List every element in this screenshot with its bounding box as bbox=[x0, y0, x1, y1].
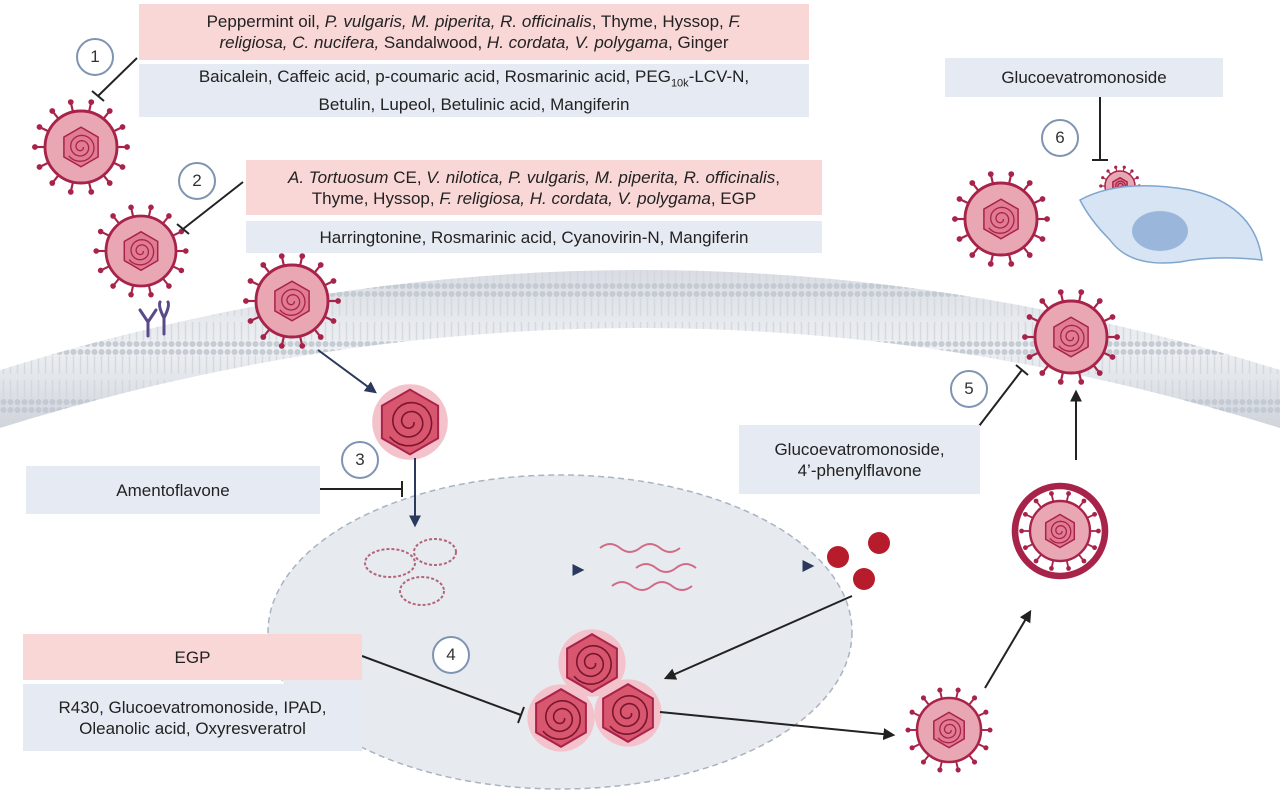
species-name: religiosa, C. nucifera, bbox=[219, 33, 380, 52]
virus-particle-icon bbox=[1022, 289, 1120, 385]
text-segment: , bbox=[775, 167, 780, 187]
text-line: Betulin, Lupeol, Betulinic acid, Mangife… bbox=[319, 94, 630, 115]
text-segment: Peppermint oil, bbox=[206, 12, 325, 31]
text-segment: Harringtonine, Rosmarinic acid, Cyanovir… bbox=[319, 227, 749, 247]
text-line: Peppermint oil, P. vulgaris, M. piperita… bbox=[207, 11, 742, 32]
virus-particle-icon bbox=[905, 687, 993, 773]
step-3-marker: 3 bbox=[341, 441, 379, 479]
step-2-plant-extracts-box: A. Tortuosum CE, V. nilotica, P. vulgari… bbox=[246, 160, 822, 215]
virus-particle-icon bbox=[952, 171, 1050, 267]
text-line: Oleanolic acid, Oxyresveratrol bbox=[79, 718, 306, 739]
text-segment: , Ginger bbox=[668, 33, 729, 52]
text-segment: , Thyme, Hyssop, bbox=[591, 12, 729, 31]
virus-particle-icon bbox=[1011, 482, 1109, 580]
step-1-plant-extracts-box: Peppermint oil, P. vulgaris, M. piperita… bbox=[139, 4, 809, 60]
flow-arrows bbox=[317, 349, 1082, 741]
text-segment: -LCV-N, bbox=[688, 66, 750, 86]
text-segment: R430, Glucoevatromonoside, IPAD, bbox=[58, 697, 327, 717]
virus-particle-icon bbox=[93, 204, 189, 298]
species-name: V. nilotica, P. vulgaris, M. piperita, R… bbox=[426, 167, 776, 187]
text-segment: Baicalein, Caffeic acid, p-coumaric acid… bbox=[198, 66, 671, 86]
step-5-marker: 5 bbox=[950, 370, 988, 408]
capsid-icon bbox=[558, 629, 626, 697]
text-line: religiosa, C. nucifera, Sandalwood, H. c… bbox=[219, 32, 728, 53]
text-segment: Sandalwood, bbox=[379, 33, 487, 52]
text-line: Harringtonine, Rosmarinic acid, Cyanovir… bbox=[320, 227, 749, 248]
text-segment: Glucoevatromonoside bbox=[1001, 68, 1167, 87]
step-3-compounds-box: Amentoflavone bbox=[26, 466, 320, 514]
text-line: Glucoevatromonoside bbox=[1001, 67, 1166, 88]
step-1-marker: 1 bbox=[76, 38, 114, 76]
step-2-marker: 2 bbox=[178, 162, 216, 200]
species-name: F. religiosa, H. cordata, V. polygama bbox=[439, 188, 711, 208]
inhibitor-lines bbox=[91, 57, 1108, 724]
step-5-compounds-box: Glucoevatromonoside,4’-phenylflavone bbox=[739, 425, 980, 494]
species-name: A. Tortuosum bbox=[288, 167, 389, 187]
text-line: Baicalein, Caffeic acid, p-coumaric acid… bbox=[199, 66, 749, 94]
step-6-marker: 6 bbox=[1041, 119, 1079, 157]
text-segment: EGP bbox=[174, 647, 211, 667]
text-segment: Thyme, Hyssop, bbox=[311, 188, 440, 208]
step-6-compounds-box: Glucoevatromonoside bbox=[945, 58, 1223, 97]
text-segment: Glucoevatromonoside, bbox=[774, 439, 945, 459]
text-segment: Oleanolic acid, Oxyresveratrol bbox=[79, 718, 306, 738]
text-line: EGP bbox=[175, 647, 211, 668]
protein-icon bbox=[827, 532, 890, 590]
capsid-icon bbox=[527, 684, 595, 752]
receptor-icon bbox=[138, 300, 170, 338]
text-segment: 10k bbox=[670, 77, 689, 90]
virus-particle-icon bbox=[243, 253, 341, 349]
step-1-compounds-box: Baicalein, Caffeic acid, p-coumaric acid… bbox=[139, 64, 809, 117]
text-line: Thyme, Hyssop, F. religiosa, H. cordata,… bbox=[312, 188, 756, 209]
text-segment: , EGP bbox=[710, 188, 757, 208]
capsid-icon bbox=[372, 384, 448, 460]
species-name: F. bbox=[728, 12, 742, 31]
text-segment: CE, bbox=[388, 167, 427, 187]
step-4-compounds-box: R430, Glucoevatromonoside, IPAD,Oleanoli… bbox=[23, 684, 362, 751]
mrna-icon bbox=[599, 543, 697, 591]
host-cell-icon bbox=[1079, 185, 1263, 264]
text-line: A. Tortuosum CE, V. nilotica, P. vulgari… bbox=[288, 167, 780, 188]
text-line: Glucoevatromonoside, bbox=[774, 439, 944, 460]
text-segment: Amentoflavone bbox=[116, 480, 230, 500]
text-segment: Betulin, Lupeol, Betulinic acid, Mangife… bbox=[318, 95, 630, 115]
species-name: H. cordata, V. polygama bbox=[486, 33, 669, 52]
step-2-compounds-box: Harringtonine, Rosmarinic acid, Cyanovir… bbox=[246, 221, 822, 253]
capsid-icon bbox=[594, 679, 662, 747]
text-line: Amentoflavone bbox=[116, 480, 229, 501]
viral-genome-icon bbox=[364, 538, 457, 606]
text-line: R430, Glucoevatromonoside, IPAD, bbox=[58, 697, 326, 718]
step-4-plant-extracts-box: EGP bbox=[23, 634, 362, 680]
species-name: P. vulgaris, M. piperita, R. officinalis bbox=[324, 12, 592, 31]
text-line: 4’-phenylflavone bbox=[798, 460, 922, 481]
step-4-marker: 4 bbox=[432, 636, 470, 674]
virus-particle-icon bbox=[32, 99, 130, 195]
text-segment: 4’-phenylflavone bbox=[797, 460, 922, 480]
